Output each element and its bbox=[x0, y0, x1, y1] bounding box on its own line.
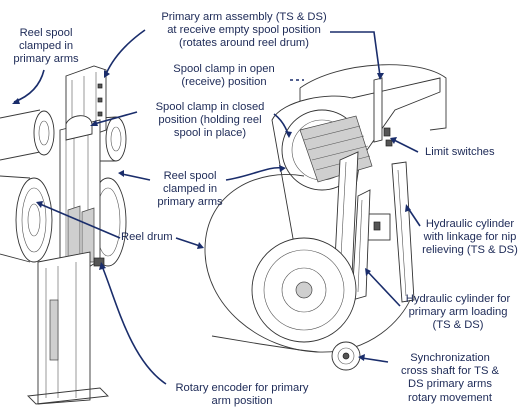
label-primary-arm-assembly: Primary arm assembly (TS & DS) at receiv… bbox=[161, 11, 327, 50]
right-main-view bbox=[204, 64, 447, 371]
label-reel-spool-left: Reel spool clamped in primary arms bbox=[13, 27, 79, 66]
label-hydraulic-cylinder-nip: Hydraulic cylinder with linkage for nip … bbox=[422, 218, 518, 257]
label-sync-cross-shaft: Synchronization cross shaft for TS & DS … bbox=[400, 352, 500, 404]
label-reel-spool-center: Reel spool clamped in primary arms bbox=[157, 170, 223, 209]
label-limit-switches: Limit switches bbox=[425, 146, 495, 158]
label-rotary-encoder: Rotary encoder for primary arm position bbox=[175, 382, 309, 408]
label-spool-clamp-open: Spool clamp in open (receive) position bbox=[173, 63, 275, 89]
callout-lines bbox=[12, 29, 421, 385]
label-reel-drum: Reel drum bbox=[121, 231, 173, 243]
left-side-view bbox=[0, 65, 127, 405]
label-spool-clamp-closed: Spool clamp in closed position (holding … bbox=[155, 101, 265, 140]
label-hydraulic-cylinder-loading: Hydraulic cylinder for primary arm loadi… bbox=[405, 293, 511, 332]
